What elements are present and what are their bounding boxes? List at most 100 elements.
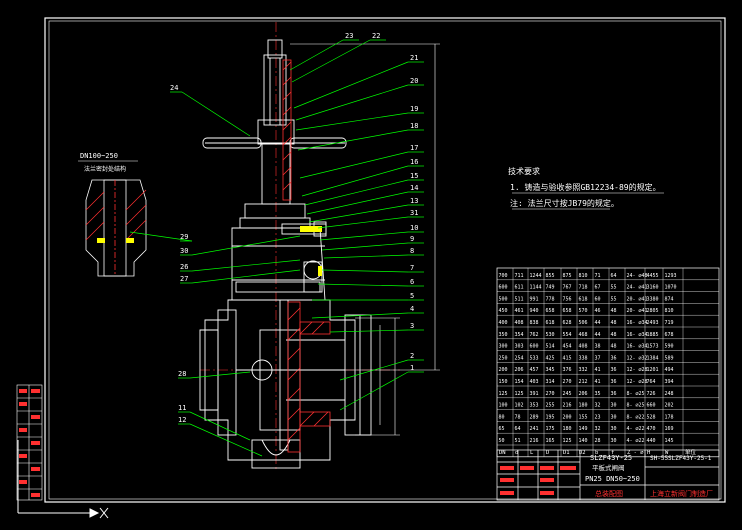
table-cell: 778 — [546, 296, 555, 302]
table-cell: 270 — [563, 379, 572, 385]
part-number: 1 — [410, 364, 414, 372]
table-cell: 506 — [579, 320, 588, 326]
part-number: 5 — [410, 292, 414, 300]
table-cell: 12- ∅28 — [627, 367, 648, 373]
table-header-cell: D1 — [563, 450, 570, 456]
table-cell: 216 — [563, 403, 572, 409]
table-cell: 762 — [530, 332, 539, 338]
table-header-cell: 单位 — [685, 448, 697, 456]
leader-line — [191, 269, 301, 284]
leader-line — [289, 39, 344, 71]
table-cell: 154 — [515, 379, 524, 385]
table-cell: 660 — [647, 403, 656, 409]
table-cell: 494 — [665, 367, 674, 373]
table-cell: 533 — [530, 355, 539, 361]
part-number: 17 — [410, 144, 418, 152]
part-number: 20 — [410, 77, 418, 85]
part-number: 24 — [170, 84, 178, 92]
table-cell: 23 — [595, 414, 601, 420]
leader-line — [339, 371, 409, 411]
table-cell: 749 — [546, 285, 555, 291]
table-cell: 600 — [530, 344, 539, 350]
table-cell: 16- ∅34 — [627, 332, 648, 338]
table-cell: 1384 — [647, 355, 659, 361]
part-number: 13 — [410, 197, 418, 205]
table-cell: 600 — [499, 285, 508, 291]
table-cell: 245 — [563, 391, 572, 397]
table-cell: 48 — [611, 332, 617, 338]
table-cell: 255 — [546, 403, 555, 409]
leader-line — [311, 312, 409, 319]
table-cell: 511 — [515, 296, 524, 302]
table-cell: 530 — [546, 332, 555, 338]
table-cell: 391 — [530, 391, 539, 397]
revision-marks — [19, 389, 40, 497]
table-cell: 589 — [665, 355, 674, 361]
table-cell: 149 — [579, 426, 588, 432]
table-cell: 4455 — [647, 273, 659, 279]
table-cell: 470 — [647, 426, 656, 432]
table-cell: 8- ∅25 — [627, 391, 645, 397]
table-header-cell: b — [595, 450, 598, 456]
part-number: 27 — [180, 275, 188, 283]
table-cell: 20- ∅41 — [627, 296, 648, 302]
table-cell: 338 — [579, 355, 588, 361]
table-cell: 12- ∅32 — [627, 355, 648, 361]
table-cell: 8- ∅25 — [627, 403, 645, 409]
table-cell: 206 — [579, 391, 588, 397]
table-cell: 60 — [595, 296, 601, 302]
table-cell: 200 — [499, 367, 508, 373]
table-cell: 30 — [611, 414, 617, 420]
table-cell: 12- ∅28 — [627, 379, 648, 385]
leader-line — [308, 204, 409, 223]
leader-line — [339, 359, 409, 381]
table-cell: 403 — [530, 379, 539, 385]
table-cell: 30 — [611, 426, 617, 432]
table-cell: 3160 — [647, 285, 659, 291]
leader-line — [321, 242, 409, 251]
part-number: 21 — [410, 54, 418, 62]
leader-line — [299, 151, 409, 179]
part-number: 22 — [372, 32, 380, 40]
table-cell: 65 — [499, 426, 505, 432]
table-cell: 125 — [499, 391, 508, 397]
part-number: 18 — [410, 122, 418, 130]
table-cell: 212 — [579, 379, 588, 385]
table-header-cell: D2 — [579, 450, 586, 456]
section-hatching — [282, 59, 331, 453]
table-cell: 30 — [611, 403, 617, 409]
detail-hatching — [85, 189, 147, 241]
table-cell: 810 — [579, 273, 588, 279]
table-cell: 4- ∅22 — [627, 426, 645, 432]
table-cell: 125 — [563, 438, 572, 444]
valve-model: SLZF43Y-25 — [590, 454, 632, 462]
drawing-frame — [44, 17, 726, 503]
ucs-icon — [17, 440, 109, 519]
table-cell: 64 — [515, 426, 521, 432]
table-cell: 145 — [665, 438, 674, 444]
valve-spec: PN25 DN50~250 — [585, 475, 640, 483]
leader-line — [129, 231, 193, 242]
table-cell: 345 — [546, 367, 555, 373]
table-cell: 1244 — [530, 273, 542, 279]
table-cell: 618 — [579, 296, 588, 302]
table-cell: 178 — [665, 414, 674, 420]
leader-line — [319, 231, 409, 241]
table-cell: 300 — [499, 344, 508, 350]
dimension-lines — [290, 43, 440, 436]
part-number: 4 — [410, 305, 414, 313]
leader-line — [191, 235, 301, 256]
table-cell: 450 — [499, 308, 508, 314]
table-cell: 376 — [563, 367, 572, 373]
title-block-marks — [500, 466, 576, 495]
detail-label: DN100~250 — [80, 152, 118, 160]
table-header-cell: H — [647, 450, 650, 456]
leader-line — [317, 283, 409, 287]
table-cell: 36 — [611, 391, 617, 397]
table-cell: 590 — [665, 344, 674, 350]
table-cell: 50 — [499, 438, 505, 444]
table-cell: 838 — [530, 320, 539, 326]
table-cell: 44 — [595, 332, 601, 338]
part-number: 12 — [178, 416, 186, 424]
detail-caption: 法兰密封处结构 — [84, 165, 126, 173]
